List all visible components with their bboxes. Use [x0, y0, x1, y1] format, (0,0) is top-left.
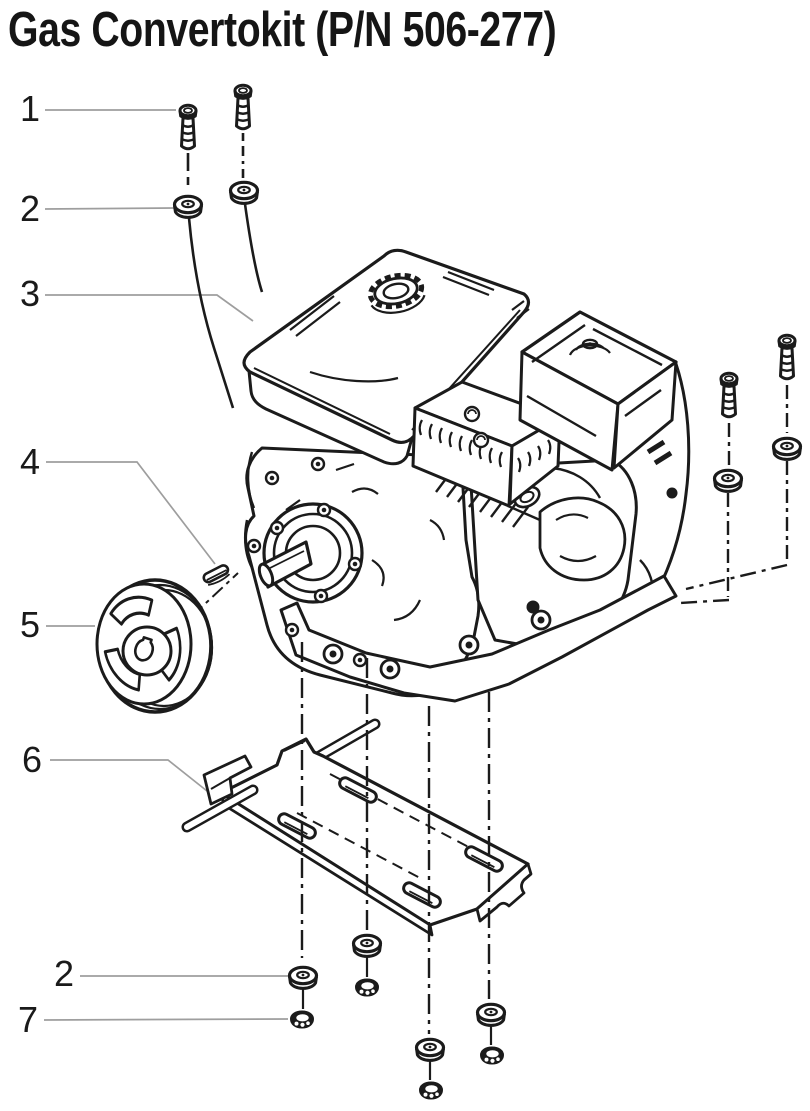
- crankshaft: [257, 540, 313, 589]
- part-pulley: [95, 578, 214, 714]
- callout-7: 7: [18, 999, 38, 1040]
- washer-right-front: [712, 468, 744, 494]
- washer: [351, 933, 383, 959]
- part-mounting-plate: [181, 718, 533, 937]
- callout-4: 4: [20, 441, 40, 482]
- washer: [414, 1037, 446, 1063]
- plate-slot: [338, 776, 378, 804]
- washer-right-rear: [771, 436, 803, 462]
- muffler: [518, 310, 678, 472]
- leader-line-7: [43, 1018, 289, 1021]
- callout-labels: 1 2 3 4 5 6 2 7: [18, 88, 74, 1040]
- muffler-cap: [568, 338, 611, 356]
- leader-line-3: [45, 294, 254, 322]
- part-bolt-right-rear: [685, 333, 803, 591]
- nut: [419, 1081, 443, 1100]
- leader-line-2: [44, 207, 175, 210]
- air-cleaner: [411, 380, 562, 508]
- bottom-fasteners: [287, 642, 507, 1100]
- leader-line-4: [46, 461, 216, 565]
- gas-cap: [367, 272, 426, 314]
- leader-lines: [43, 109, 289, 1021]
- part-shaft-key: [202, 564, 231, 586]
- nut: [480, 1046, 504, 1065]
- part-engine: [242, 248, 691, 703]
- washer: [475, 1002, 507, 1028]
- callout-6: 6: [22, 739, 42, 780]
- callout-5: 5: [20, 604, 40, 645]
- washer-2-left: [172, 194, 204, 220]
- leader-line-6: [50, 759, 208, 792]
- plate-slot: [464, 845, 504, 873]
- washer-2-bottom: [287, 965, 319, 991]
- crankshaft-boss: [262, 502, 364, 604]
- washer-2-right: [228, 180, 260, 206]
- callout-1: 1: [20, 88, 40, 129]
- part-bolt-right-front: [679, 371, 744, 605]
- callout-2b: 2: [54, 953, 74, 994]
- callout-3: 3: [20, 273, 40, 314]
- plate-slot: [277, 812, 317, 840]
- fuel-tank: [242, 248, 531, 466]
- part-bolt-1-right: [228, 83, 264, 293]
- pulley-bore: [134, 636, 155, 662]
- part-bolt-1-left: [172, 103, 235, 409]
- nut-7: [290, 1010, 314, 1029]
- nut: [355, 978, 379, 997]
- page-title: Gas Convertokit (P/N 506-277): [8, 3, 557, 57]
- callout-2: 2: [20, 188, 40, 229]
- engine-base: [279, 574, 678, 703]
